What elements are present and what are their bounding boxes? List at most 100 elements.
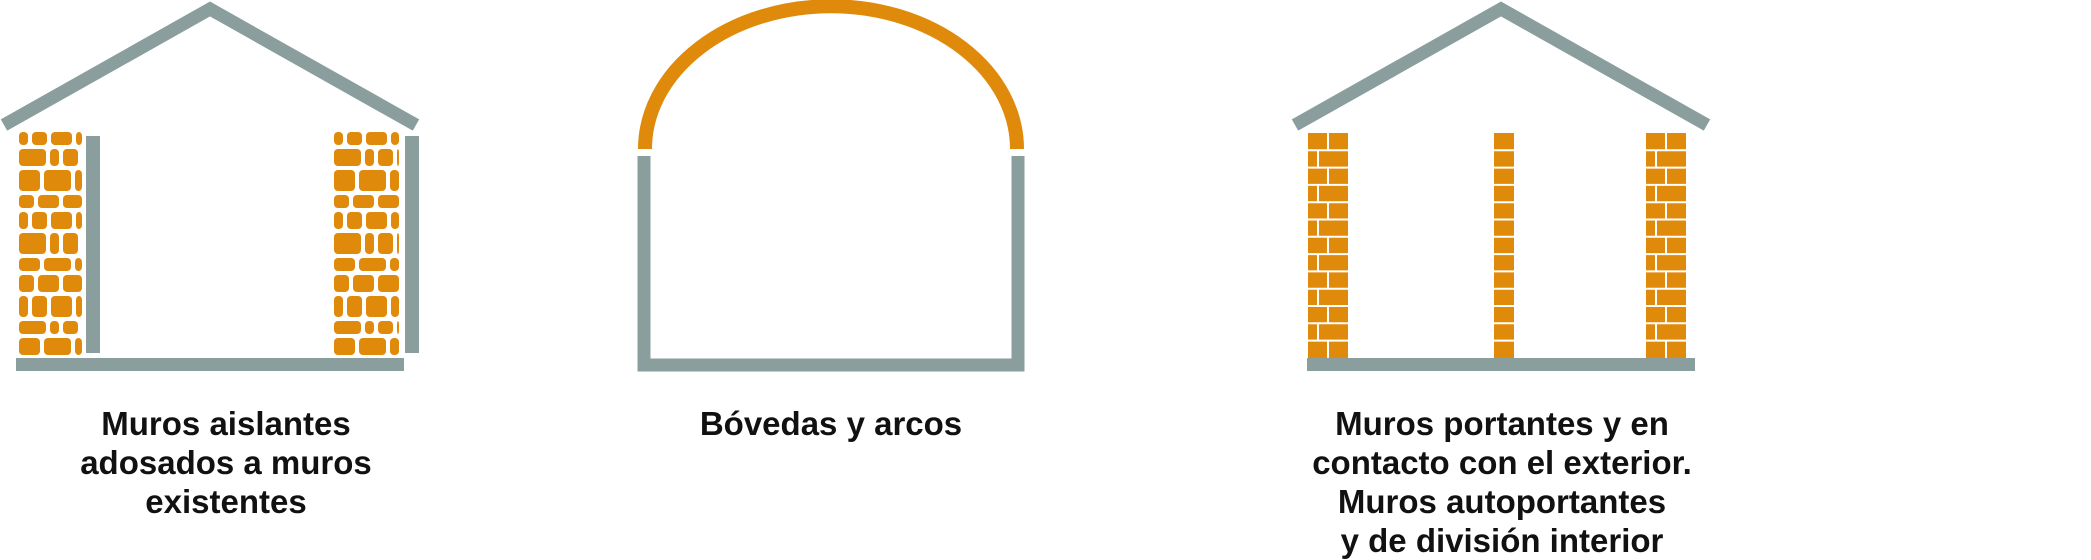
stone — [63, 233, 78, 254]
stone — [19, 338, 40, 355]
stone — [391, 212, 399, 229]
stone — [390, 258, 399, 271]
stone — [334, 132, 343, 145]
stone — [365, 149, 374, 166]
stone — [63, 321, 78, 334]
stone — [347, 212, 362, 229]
caption-line: Muros portantes y en — [1335, 405, 1669, 442]
stone — [334, 338, 355, 355]
stone — [334, 233, 361, 254]
stone — [334, 275, 349, 292]
roof — [0, 1, 420, 131]
stone — [44, 258, 71, 271]
stone — [63, 275, 82, 292]
brick-wall-partition — [1494, 133, 1514, 358]
insulation-layer-right — [405, 136, 419, 353]
stone — [19, 258, 40, 271]
stone — [365, 233, 374, 254]
stone — [334, 321, 361, 334]
brick-fill — [1494, 133, 1514, 358]
stone — [334, 296, 343, 317]
stone — [378, 195, 399, 208]
stone — [76, 212, 82, 229]
stone — [75, 170, 82, 191]
stone — [359, 258, 386, 271]
caption-line: Bóvedas y arcos — [699, 405, 963, 442]
caption-line: Muros aislantes — [101, 405, 351, 442]
caption-line: contacto con el exterior. — [1312, 444, 1692, 481]
stone — [19, 149, 46, 166]
stone — [378, 149, 393, 166]
stone — [366, 212, 387, 229]
stone — [19, 321, 46, 334]
stone — [50, 149, 59, 166]
stone — [19, 296, 28, 317]
stone — [334, 195, 349, 208]
stone — [365, 321, 374, 334]
stone — [353, 275, 374, 292]
stone — [38, 195, 59, 208]
stone — [359, 338, 386, 355]
stone — [19, 195, 34, 208]
stone-wall-right — [334, 132, 399, 355]
stone — [353, 195, 374, 208]
stone — [390, 338, 399, 355]
stone — [334, 170, 355, 191]
vault-arch — [638, 0, 1024, 150]
caption-stone-walls: Muros aislantes adosados a muros existen… — [26, 404, 426, 521]
stone — [397, 321, 399, 334]
stone — [19, 275, 34, 292]
stone — [51, 212, 72, 229]
stone — [19, 132, 28, 145]
brick-house-illustration — [1291, 1, 1711, 371]
stone — [366, 132, 387, 145]
stone-wall-left — [19, 132, 82, 355]
caption-brick-walls: Muros portantes y en contacto con el ext… — [1262, 404, 1742, 560]
floor-slab — [1307, 358, 1695, 371]
stone — [378, 275, 399, 292]
caption-line: adosados a muros — [80, 444, 372, 481]
stone — [19, 233, 46, 254]
vault-walls-and-floor — [637, 156, 1025, 372]
stone — [51, 132, 72, 145]
stone — [75, 338, 82, 355]
stone — [76, 132, 82, 145]
stone — [44, 338, 71, 355]
stone — [32, 132, 47, 145]
stone — [75, 258, 82, 271]
brick-wall-right — [1646, 133, 1686, 358]
stone — [397, 233, 399, 254]
stone — [44, 170, 71, 191]
stone — [334, 149, 361, 166]
brick-wall-left — [1308, 133, 1348, 358]
stone — [50, 233, 59, 254]
insulation-layer-left — [86, 136, 100, 353]
stone — [32, 212, 47, 229]
stone — [378, 321, 393, 334]
stone — [334, 258, 355, 271]
stone — [63, 195, 82, 208]
stone — [51, 296, 72, 317]
caption-vaults: Bóvedas y arcos — [631, 404, 1031, 443]
stone — [38, 275, 59, 292]
stone — [347, 296, 362, 317]
stone — [334, 212, 343, 229]
stone — [397, 149, 399, 166]
vault-illustration — [637, 0, 1025, 372]
roof — [1291, 1, 1711, 131]
stone — [366, 296, 387, 317]
stone — [378, 233, 393, 254]
caption-line: y de división interior — [1340, 522, 1664, 559]
caption-line: Muros autoportantes — [1337, 483, 1667, 520]
stone — [76, 296, 82, 317]
floor-slab — [16, 358, 404, 371]
stone — [347, 132, 362, 145]
stone-house-illustration — [0, 1, 420, 371]
stone — [32, 296, 47, 317]
stone — [359, 170, 386, 191]
stone — [19, 170, 40, 191]
stone — [63, 149, 78, 166]
stone — [390, 170, 399, 191]
stone — [391, 296, 399, 317]
